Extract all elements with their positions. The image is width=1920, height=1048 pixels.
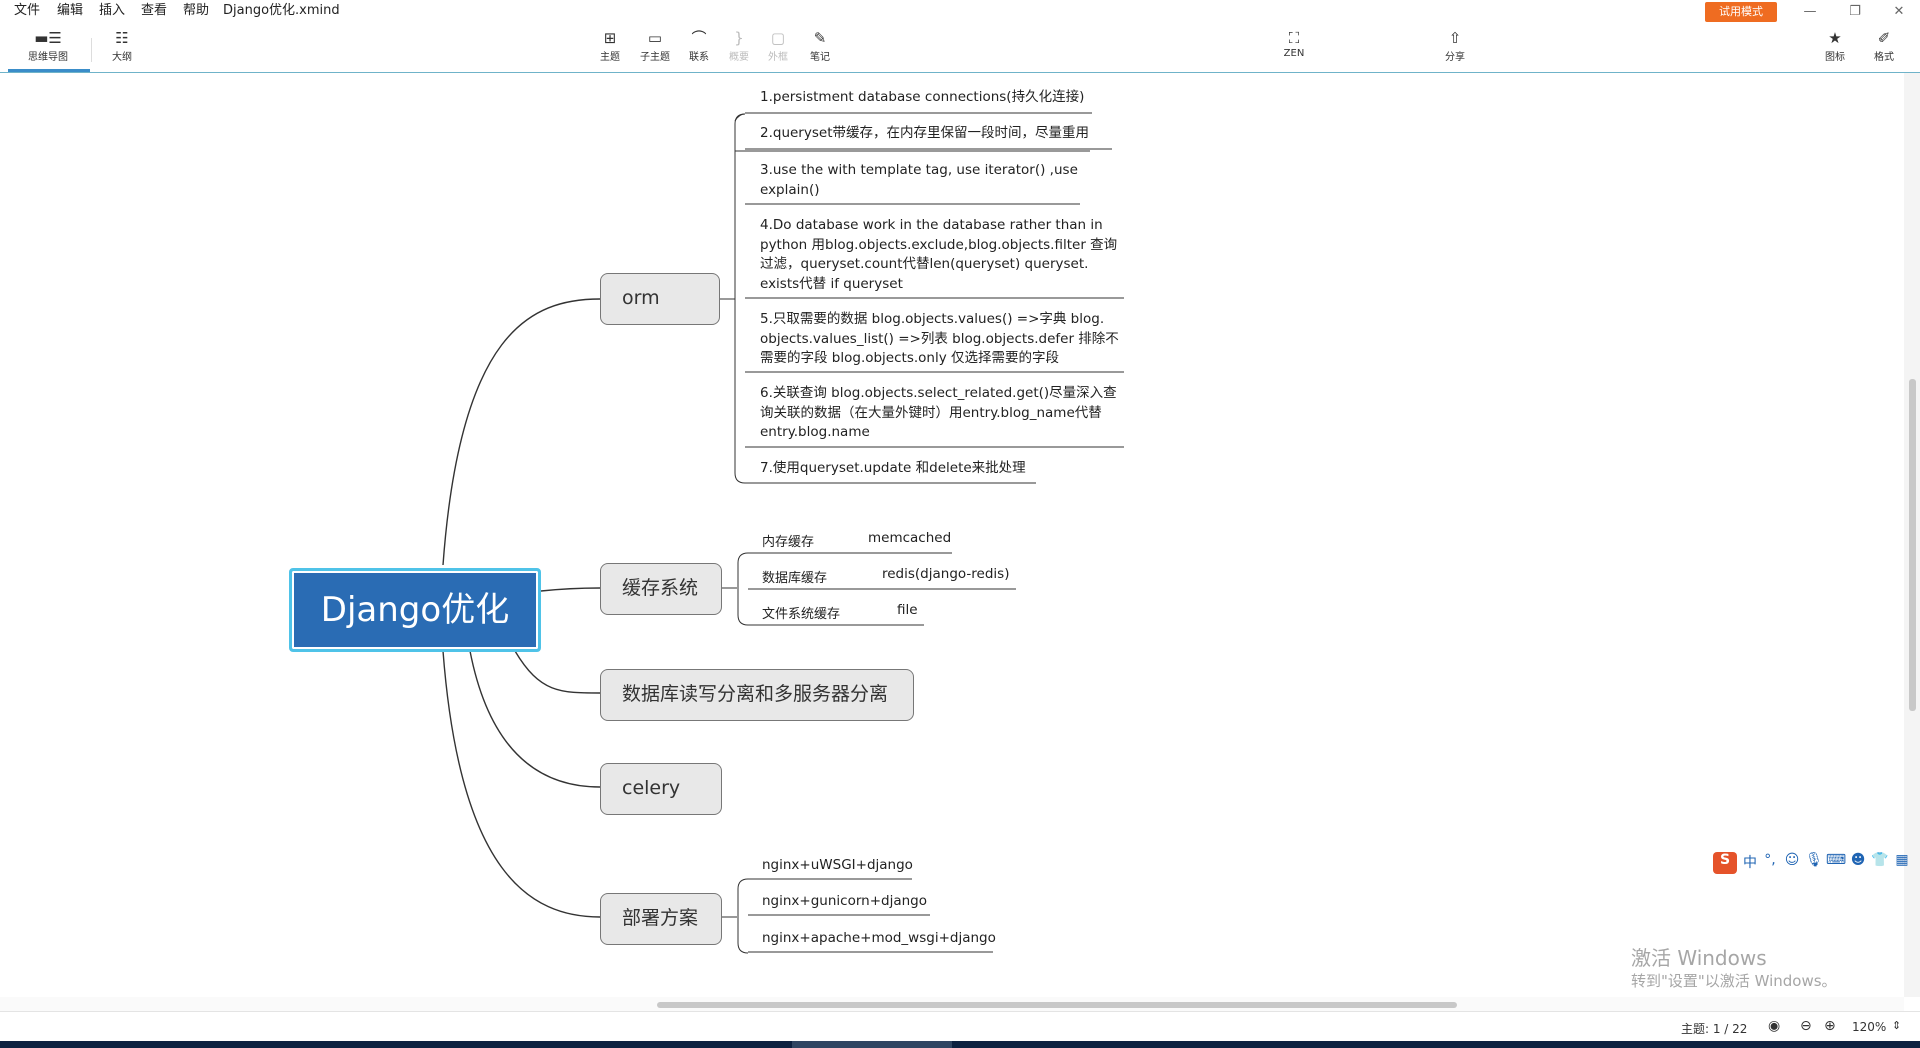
- zoom-stepper-icon[interactable]: ⇕: [1892, 1019, 1902, 1032]
- toolbar-divider: [91, 38, 92, 62]
- topic-celery[interactable]: celery: [600, 763, 722, 815]
- close-icon[interactable]: ✕: [1893, 4, 1905, 19]
- orm-item-5[interactable]: 5.只取需要的数据 blog.objects.values() =>字典 blo…: [760, 311, 1119, 366]
- menu-insert[interactable]: 插入: [99, 3, 126, 18]
- orm-item-7[interactable]: 7.使用queryset.update 和delete来批处理: [760, 460, 1026, 476]
- skin-shirt-icon[interactable]: 👕: [1871, 852, 1889, 868]
- deploy-item[interactable]: nginx+gunicorn+django: [762, 893, 928, 909]
- zoom-out-icon[interactable]: ⊖: [1800, 1018, 1812, 1034]
- summary-brace-icon: }: [734, 29, 744, 47]
- zen-button[interactable]: ⛶ ZEN: [1270, 28, 1318, 59]
- format-label: 格式: [1874, 52, 1894, 63]
- topic-cache-system[interactable]: 缓存系统: [600, 563, 722, 615]
- zoom-level[interactable]: 120%: [1852, 1020, 1887, 1034]
- boundary-icon: ▢: [770, 29, 786, 47]
- vertical-scrollbar[interactable]: [1904, 73, 1920, 997]
- note-pen-icon: ✎: [813, 29, 827, 47]
- restore-icon[interactable]: ❐: [1849, 4, 1861, 19]
- share-button[interactable]: ⇧ 分享: [1431, 28, 1479, 63]
- punctuation-icon[interactable]: °,: [1764, 852, 1776, 868]
- share-upload-icon: ⇧: [1448, 29, 1462, 47]
- zoom-in-icon[interactable]: ⊕: [1824, 1018, 1836, 1034]
- brush-icon: ✐: [1877, 29, 1891, 47]
- zen-label: ZEN: [1283, 48, 1305, 59]
- microphone-icon[interactable]: 🎙: [1805, 852, 1823, 868]
- activation-watermark-subtitle: 转到"设置"以激活 Windows。: [1631, 972, 1837, 990]
- subtopic-button[interactable]: ▭ 子主题: [631, 28, 679, 63]
- format-panel-button[interactable]: ✐ 格式: [1860, 28, 1908, 63]
- mindmap-canvas[interactable]: Django优化 orm 缓存系统 数据库读写分离和多服务器分离 celery …: [0, 73, 1904, 997]
- outline-label: 大纲: [112, 52, 132, 63]
- note-button[interactable]: ✎ 笔记: [796, 28, 844, 63]
- status-bar: 主题: 1 / 22 ◉ ⊖ ⊕ 120% ⇕: [0, 1011, 1920, 1042]
- outline-icon: ☷: [115, 29, 129, 47]
- menu-file[interactable]: 文件: [14, 3, 41, 18]
- orm-item-3[interactable]: 3.use the with template tag, use iterato…: [760, 162, 1078, 198]
- icons-label: 图标: [1825, 52, 1845, 63]
- deploy-item[interactable]: nginx+uWSGI+django: [762, 857, 913, 873]
- cache-item-name[interactable]: 内存缓存: [762, 535, 815, 550]
- share-label: 分享: [1445, 52, 1465, 63]
- keyboard-icon[interactable]: ⌨: [1825, 852, 1847, 868]
- horizontal-scrollbar[interactable]: [0, 997, 1904, 1011]
- connector-lines: [442, 112, 1124, 954]
- cache-item-value[interactable]: file: [897, 602, 918, 618]
- horizontal-scroll-thumb[interactable]: [657, 1002, 1457, 1008]
- taskbar-active-app[interactable]: [792, 1041, 952, 1048]
- summary-button[interactable]: } 概要: [715, 28, 763, 63]
- add-subtopic-icon: ▭: [647, 29, 663, 47]
- eye-icon[interactable]: ◉: [1768, 1018, 1781, 1034]
- topic-label: 主题: [600, 52, 620, 63]
- icons-panel-button[interactable]: ★ 图标: [1811, 28, 1859, 63]
- sogou-logo-icon[interactable]: S: [1713, 852, 1737, 874]
- ime-lang-toggle[interactable]: 中: [1743, 855, 1757, 871]
- grid-menu-icon[interactable]: ▦: [1895, 852, 1909, 868]
- menu-bar: 文件 编辑 插入 查看 帮助 Django优化.xmind 试用模式 — ❐ ✕: [0, 0, 1920, 24]
- boundary-label: 外框: [768, 52, 788, 63]
- summary-label: 概要: [729, 52, 749, 63]
- orm-item-6[interactable]: 6.关联查询 blog.objects.select_related.get()…: [760, 385, 1117, 440]
- toolbar: ▬☰ 思维导图 ☷ 大纲 ⊞ 主题 ▭ 子主题 ⌒ 联系 } 概要 ▢ 外框 ✎…: [0, 24, 1920, 73]
- cache-item-value[interactable]: memcached: [868, 530, 952, 546]
- cache-item-name[interactable]: 数据库缓存: [762, 571, 828, 586]
- orm-item-1[interactable]: 1.persistment database connections(持久化连接…: [760, 89, 1085, 105]
- menu-edit[interactable]: 编辑: [57, 3, 84, 18]
- active-tab-indicator: [8, 69, 90, 72]
- central-topic[interactable]: Django优化: [289, 568, 541, 652]
- add-topic-icon: ⊞: [603, 29, 617, 47]
- topic-count: 主题: 1 / 22: [1681, 1022, 1748, 1036]
- topic-orm[interactable]: orm: [600, 273, 720, 325]
- os-taskbar: [0, 1041, 1920, 1048]
- cache-item-value[interactable]: redis(django-redis): [882, 566, 1010, 582]
- zen-fullscreen-icon: ⛶: [1288, 29, 1300, 47]
- deploy-item[interactable]: nginx+apache+mod_wsgi+django: [762, 930, 996, 946]
- topic-db-read-write-split[interactable]: 数据库读写分离和多服务器分离: [600, 669, 914, 721]
- menu-view[interactable]: 查看: [141, 3, 168, 18]
- relationship-button[interactable]: ⌒ 联系: [675, 28, 723, 63]
- orm-item-4[interactable]: 4.Do database work in the database rathe…: [760, 217, 1118, 292]
- orm-item-2[interactable]: 2.queryset带缓存，在内存里保留一段时间，尽量重用: [760, 125, 1089, 141]
- outline-view-tab[interactable]: ☷ 大纲: [98, 28, 146, 63]
- boundary-button[interactable]: ▢ 外框: [754, 28, 802, 63]
- activation-watermark-title: 激活 Windows: [1631, 946, 1767, 970]
- note-label: 笔记: [810, 52, 830, 63]
- minimize-icon[interactable]: —: [1803, 4, 1817, 19]
- relationship-label: 联系: [689, 52, 709, 63]
- mindmap-view-tab[interactable]: ▬☰ 思维导图: [24, 28, 72, 63]
- user-icon[interactable]: ☻: [1850, 852, 1866, 868]
- topic-deployment[interactable]: 部署方案: [600, 893, 722, 945]
- mindmap-icon: ▬☰: [34, 29, 62, 47]
- trial-mode-button[interactable]: 试用模式: [1705, 2, 1777, 22]
- document-title: Django优化.xmind: [223, 3, 340, 18]
- mindmap-label: 思维导图: [28, 52, 68, 63]
- emoji-icon[interactable]: ☺: [1784, 852, 1800, 868]
- menu-help[interactable]: 帮助: [183, 3, 210, 18]
- star-icon: ★: [1828, 29, 1842, 47]
- topic-button[interactable]: ⊞ 主题: [586, 28, 634, 63]
- relationship-icon: ⌒: [691, 29, 707, 47]
- vertical-scroll-thumb[interactable]: [1909, 379, 1916, 711]
- subtopic-label: 子主题: [640, 52, 670, 63]
- cache-item-name[interactable]: 文件系统缓存: [762, 607, 841, 622]
